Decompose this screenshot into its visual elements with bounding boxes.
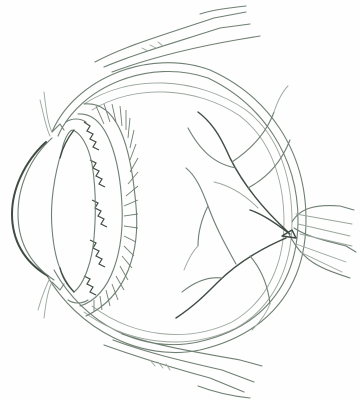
lens [51, 130, 95, 292]
optic-nerve [282, 206, 356, 278]
superior-muscle [95, 6, 260, 72]
ciliary-body [78, 104, 138, 316]
sclera [46, 63, 306, 353]
iris [60, 119, 88, 303]
cornea [12, 138, 54, 280]
conjunctiva [38, 92, 64, 318]
